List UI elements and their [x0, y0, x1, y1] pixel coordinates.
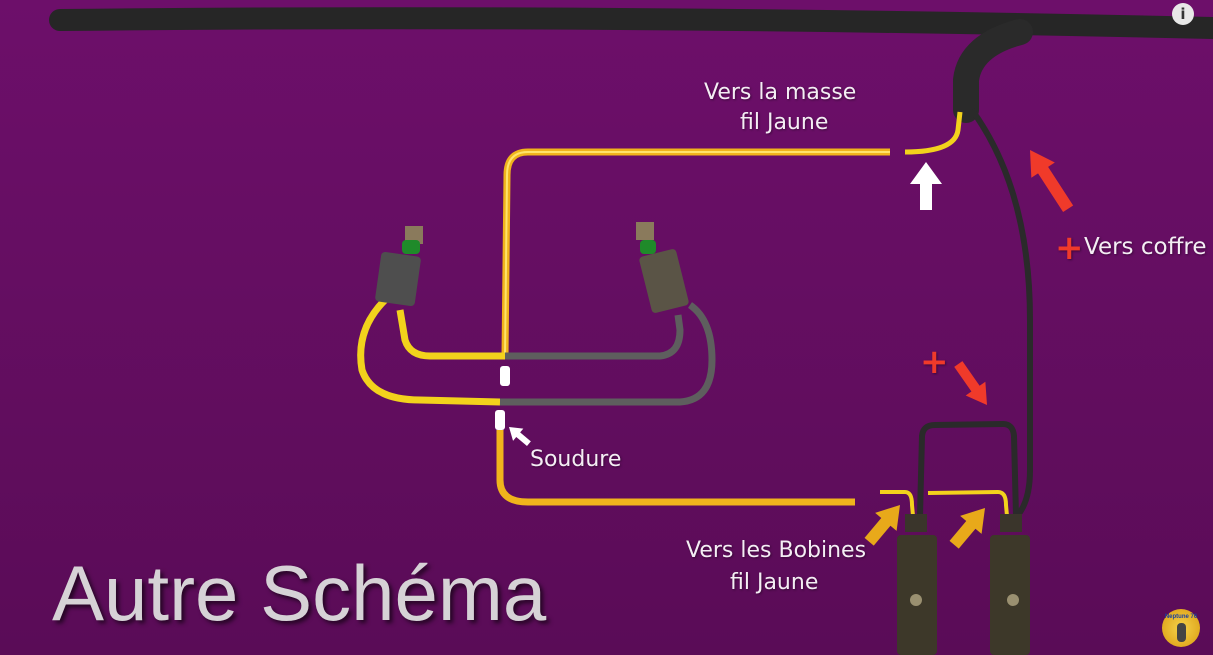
gray-wire-lower: [500, 302, 716, 406]
coil-feed-wire: [496, 430, 855, 506]
yellow-arrow-2: [949, 508, 985, 549]
info-button[interactable]: i: [1172, 3, 1194, 25]
coil-yellow-1: [880, 490, 915, 517]
coil-black-loop: [917, 420, 1019, 517]
coils-label-line2: fil Jaune: [730, 570, 819, 595]
logo-text: Neptune 76: [1164, 614, 1198, 620]
coils-label-line1: Vers les Bobines: [686, 538, 867, 563]
diagram-title: Autre Schéma: [52, 549, 547, 637]
coil-yellow-2: [927, 489, 1009, 517]
ground-label-line1: Vers la masse: [704, 80, 857, 105]
red-plus-icon: +: [920, 342, 949, 382]
red-arrow-trunk: [1030, 150, 1074, 212]
weld-label: Soudure: [530, 447, 622, 472]
yellow-arrow-1: [864, 505, 900, 546]
ground-wire-highlight: [504, 151, 890, 357]
white-up-arrow: [910, 162, 942, 210]
channel-logo[interactable]: Neptune 76: [1162, 609, 1200, 647]
microphone-icon: [1177, 623, 1186, 642]
harness-branch: [953, 19, 1033, 123]
left-connector: [375, 226, 423, 307]
gray-wire-upper: [505, 314, 684, 360]
weld-sleeve-lower: [495, 410, 505, 430]
weld-sleeve-upper: [500, 366, 510, 386]
yellow-wire-lower: [357, 297, 501, 406]
white-arrow-weld: [509, 427, 531, 447]
trunk-wire: [969, 108, 1033, 517]
ground-label-line2: fil Jaune: [740, 110, 829, 135]
ignition-coil-2: [990, 514, 1030, 655]
main-harness: [49, 7, 1213, 39]
yellow-wire-upper: [396, 309, 505, 360]
ground-wire-end: [904, 111, 963, 155]
trunk-label: Vers coffre: [1084, 234, 1207, 260]
red-arrow-coils: [954, 361, 987, 405]
red-plus-icon: +: [1055, 228, 1084, 268]
right-connector: [636, 222, 689, 313]
ignition-coil-1: [897, 514, 937, 655]
